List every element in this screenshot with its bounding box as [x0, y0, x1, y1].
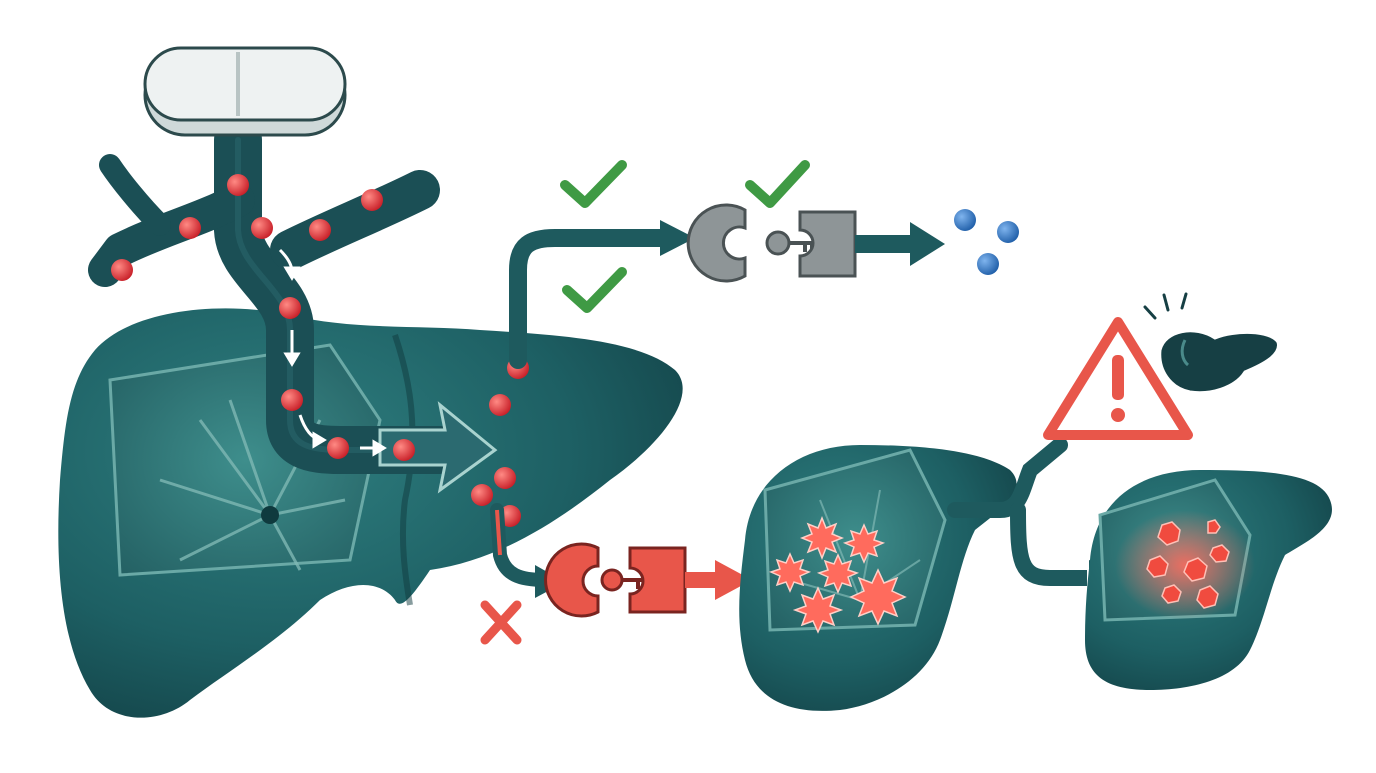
flow-arrows [278, 248, 387, 457]
warning-icon [1043, 317, 1193, 440]
check-icon [745, 160, 810, 208]
entry-arrow [378, 401, 498, 494]
toxic-burst-icon [768, 515, 907, 634]
metabolites [954, 209, 1019, 275]
enzyme-block-icon [628, 546, 687, 614]
damaged-liver [739, 445, 1017, 711]
check-icon [560, 160, 627, 208]
pill-icon [143, 46, 347, 137]
liver-icon [1143, 292, 1280, 395]
enzyme-lock-icon [544, 542, 600, 618]
toxic-cells [1146, 519, 1230, 609]
check-icon [562, 267, 627, 313]
safe-pathway [509, 160, 1019, 369]
cross-icon [480, 600, 522, 645]
toxic-pathway [480, 503, 752, 645]
main-liver [58, 308, 683, 718]
enzyme-lock-icon [686, 203, 747, 283]
key-icon [765, 230, 814, 256]
portal-vessels [88, 116, 464, 474]
failed-liver [1085, 470, 1332, 690]
internal-vessels [159, 399, 346, 571]
enzyme-block-icon [798, 210, 857, 278]
